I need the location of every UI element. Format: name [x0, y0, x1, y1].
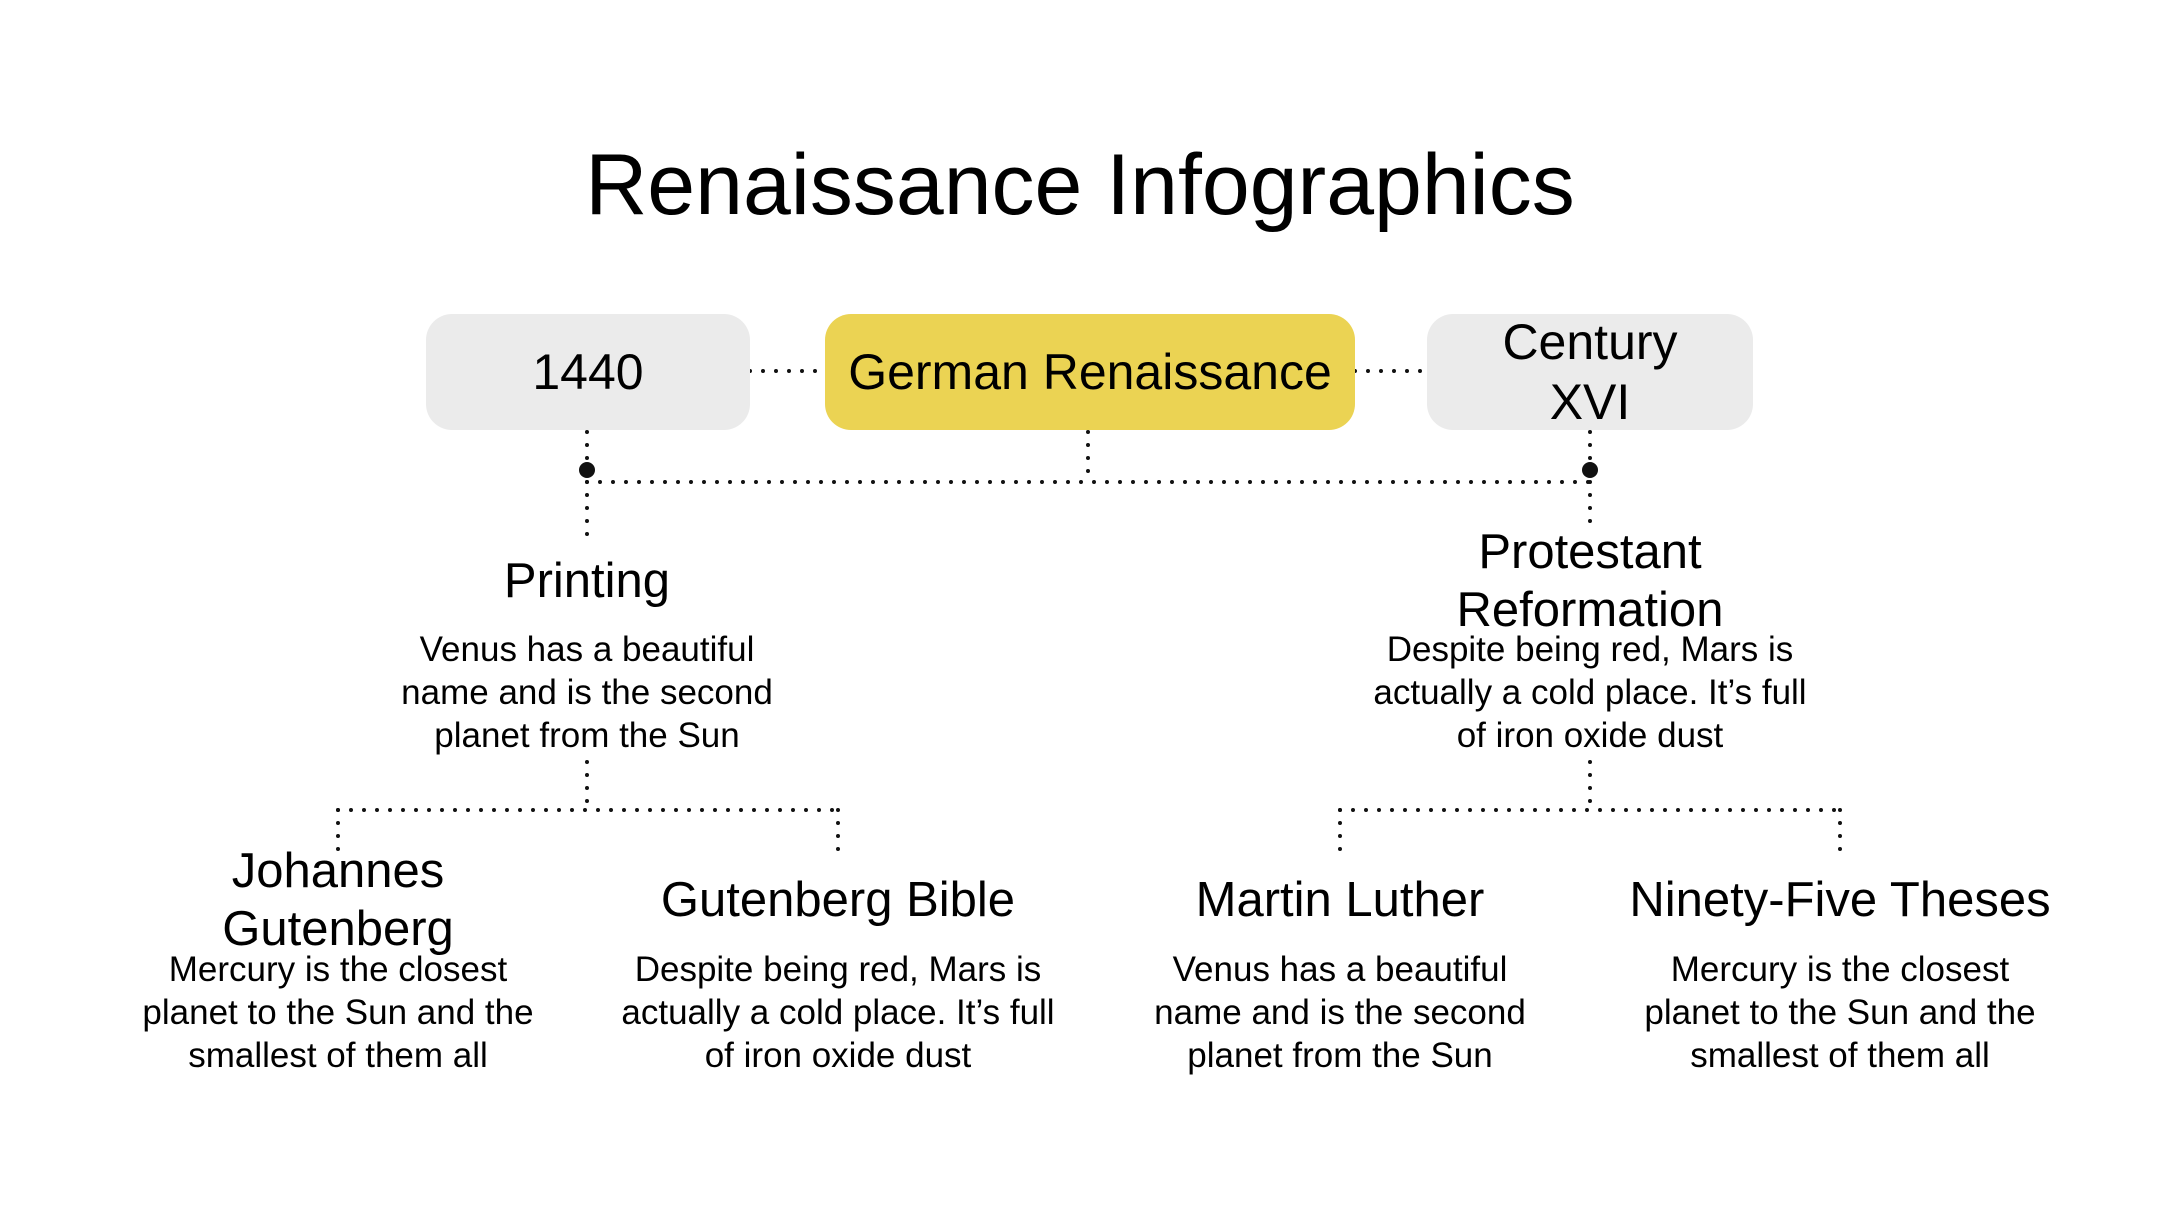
branch-text-printing: Venus has a beautiful name and is the se…	[401, 630, 773, 755]
pill-century-xvi: Century XVI	[1427, 314, 1753, 430]
leaf-text-theses: Mercury is the closest planet to the Sun…	[1644, 950, 2036, 1075]
leaf-heading-bible: Gutenberg Bible	[660, 873, 1016, 927]
leaf-text-luther: Venus has a beautiful name and is the se…	[1154, 950, 1526, 1075]
node-dot-right	[1582, 462, 1598, 478]
leaf-text-bible: Despite being red, Mars is actually a co…	[621, 950, 1055, 1075]
leaf-heading-luther: Martin Luther	[1195, 873, 1485, 927]
branch-text-reformation: Despite being red, Mars is actually a co…	[1373, 630, 1807, 755]
pill-1440: 1440	[426, 314, 750, 430]
branch-heading-printing: Printing	[503, 554, 671, 608]
leaf-heading-theses: Ninety-Five Theses	[1629, 873, 2051, 927]
node-dot-left	[579, 462, 595, 478]
branch-heading-reformation: Protestant Reformation	[1456, 525, 1724, 637]
leaf-text-gutenberg: Mercury is the closest planet to the Sun…	[142, 950, 534, 1075]
leaf-heading-gutenberg: Johannes Gutenberg	[222, 844, 454, 956]
page-title: Renaissance Infographics	[585, 137, 1575, 233]
pill-german-renaissance: German Renaissance	[825, 314, 1355, 430]
